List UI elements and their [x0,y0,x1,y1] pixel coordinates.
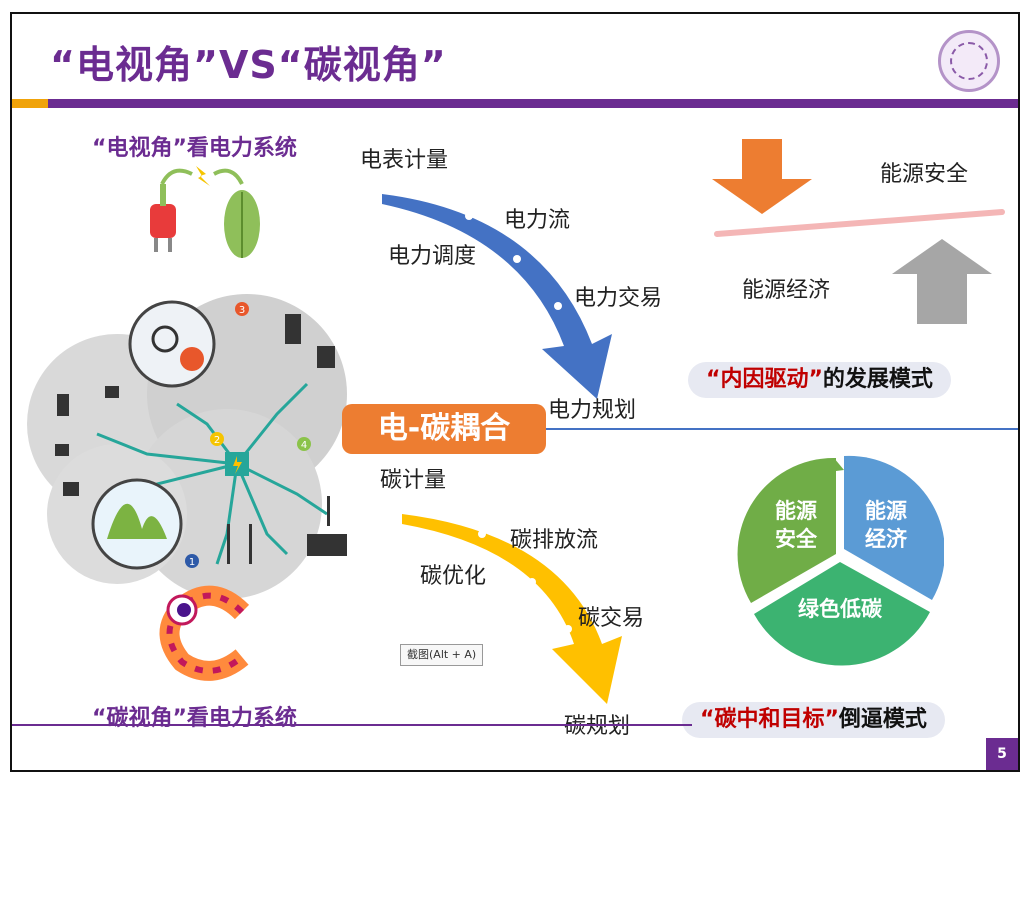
carbon-neutral-prefix: “碳中和目标” [700,707,839,732]
carbon-neutral-suffix: 倒逼模式 [838,707,927,732]
internal-driven-suffix: 的发展模式 [822,367,933,392]
grid-badge-4: 4 [301,440,307,451]
stage-carbon-optimization: 碳优化 [420,564,487,589]
grid-badge-2: 2 [214,435,220,446]
pie-label-economy-2: 经济 [865,527,908,551]
pie-segment-economy [844,455,944,600]
balance-arrows-icon [712,139,1005,324]
plug-leaf-icon [150,166,260,258]
coupling-badge: 电-碳耦合 [342,404,546,454]
carbon-neutral-mode-pill: “碳中和目标”倒逼模式 [682,702,945,738]
carbon-view-caption: “碳视角”看电力系统 [92,706,297,731]
slide-title: “电视角”VS“碳视角” [50,43,447,87]
slide: “电视角”VS“碳视角” “电视角”看电力系统 [10,12,1020,772]
stage-power-flow: 电力流 [504,208,571,233]
grid-badge-1: 1 [189,557,195,568]
pie-label-low-carbon: 绿色低碳 [798,597,883,621]
stage-carbon-planning: 碳规划 [564,714,631,739]
energy-trilemma-pie: 能源 安全 能源 经济 绿色低碳 [737,455,944,666]
stage-dispatch: 电力调度 [388,244,477,269]
pie-label-security-1: 能源 [775,499,817,523]
internal-driven-prefix: “内因驱动” [706,367,823,392]
stage-carbon-flow: 碳排放流 [510,528,599,553]
page-number: 5 [986,738,1018,770]
header-accent [12,99,48,108]
stage-power-planning: 电力规划 [548,398,637,423]
university-logo [938,30,1000,92]
pie-label-security-2: 安全 [775,527,818,551]
header-bar [12,99,1018,108]
stage-power-trading: 电力交易 [574,286,663,311]
grid-badge-3: 3 [239,305,245,316]
pie-label-economy-1: 能源 [865,499,907,523]
energy-economy-label: 能源经济 [742,278,831,303]
pie-segment-low-carbon [754,562,930,666]
stage-meter: 电表计量 [360,148,449,173]
electric-view-caption: “电视角”看电力系统 [92,136,297,161]
screenshot-tooltip: 截图(Alt + A) [400,644,484,666]
energy-security-label: 能源安全 [880,162,969,187]
footer-line [12,724,692,726]
stage-carbon-metering: 碳计量 [380,468,447,493]
pie-segment-security [737,457,836,603]
flow-arrows [382,194,622,704]
internal-driven-mode-pill: “内因驱动”的发展模式 [688,362,951,398]
carbon-mascot-icon [159,585,250,681]
stage-carbon-trading: 碳交易 [578,606,645,631]
power-grid-illustration: 3 2 4 1 [27,294,347,599]
divider-line [546,428,1018,430]
